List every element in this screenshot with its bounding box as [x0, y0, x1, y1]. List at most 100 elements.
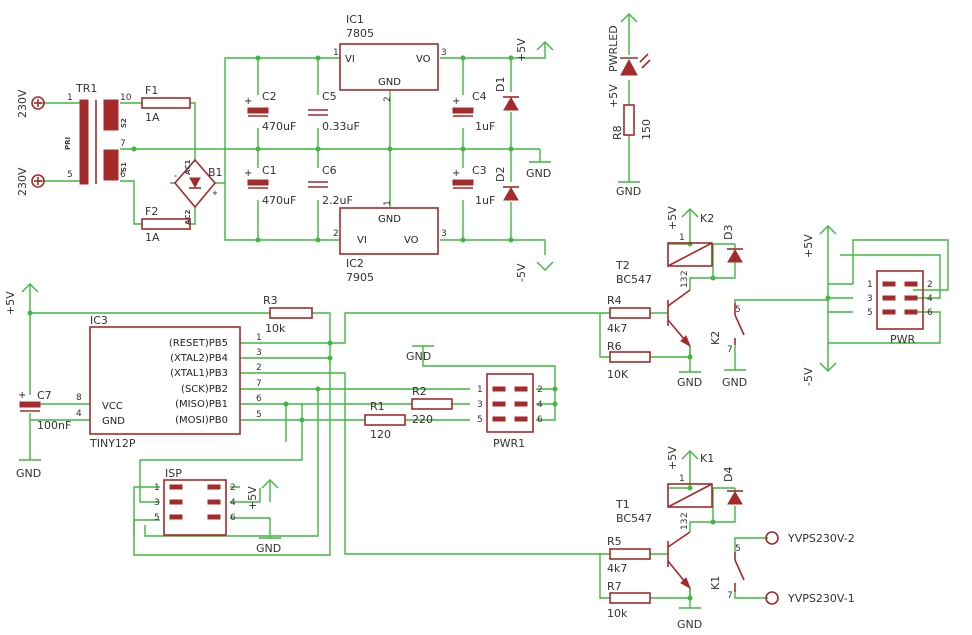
k1-pin13: 13: [680, 519, 690, 530]
mains-input-label-2: 230V: [16, 167, 29, 196]
k1-pin2: 2: [680, 512, 690, 518]
capacitor-c4: + C4 1uF: [452, 90, 495, 133]
r5-ref: R5: [607, 535, 622, 548]
gnd-k2: GND: [722, 376, 747, 389]
led-ref: PWRLED: [607, 25, 620, 72]
mcu-pin-name: (MOSI)PB0: [175, 415, 228, 426]
r4-ref: R4: [607, 294, 622, 307]
c5-ref: C5: [322, 90, 337, 103]
output-terminals: YVPS230V-2 YVPS230V-1: [765, 531, 855, 605]
resistor-r7: R7 10k: [607, 580, 651, 620]
pwr1-ref: PWR1: [493, 437, 525, 450]
r7-value: 10k: [607, 607, 628, 620]
ic2-pin2: 2: [333, 229, 339, 239]
output-terminal-2: YVPS230V-1: [787, 592, 855, 605]
header-pin-pad: [207, 484, 221, 490]
c1-plus: +: [244, 168, 252, 179]
header-pin-pad: [169, 499, 183, 505]
d4-ref: D4: [722, 467, 735, 482]
c6-value: 2.2uF: [322, 194, 353, 207]
header-pin-label-right: 6: [927, 308, 933, 318]
ic1-ref: IC1: [346, 13, 364, 26]
ic2-vo: VO: [404, 235, 419, 246]
supply-minus5v-pwr: -5V: [802, 367, 815, 386]
header-pin-label-left: 5: [154, 513, 160, 523]
transformer-s1-label: S1: [120, 162, 128, 172]
header-pin-pad: [882, 309, 896, 315]
regulator-ic2: IC2 7905 VI VO GND 2 3 1: [333, 200, 447, 284]
fuse-f2-value: 1A: [145, 231, 160, 244]
ic1-value: 7805: [346, 27, 374, 40]
c7-ref: C7: [37, 389, 52, 402]
header-pin-pad: [514, 416, 528, 422]
c3-value: 1uF: [475, 194, 495, 207]
tr-pin-5: 5: [67, 170, 73, 180]
gnd-t1: GND: [677, 618, 702, 631]
k2-pin1: 1: [679, 233, 685, 243]
header-pin-pad: [207, 514, 221, 520]
bridge-rectifier-b1: B1 AC1 AC2 - +: [173, 158, 223, 225]
header-pin-label-right: 4: [927, 294, 933, 304]
r6-value: 10K: [607, 368, 629, 381]
diode-d4: D4: [722, 467, 743, 505]
r4-value: 4k7: [607, 322, 627, 335]
header-pin-pad: [169, 514, 183, 520]
c6-ref: C6: [322, 164, 337, 177]
mains-input-label-1: 230V: [16, 89, 29, 118]
r1-value: 120: [370, 428, 391, 441]
header-pin-pad: [169, 484, 183, 490]
capacitor-c7: + C7 100nF: [18, 389, 71, 432]
pwr-ref: PWR: [890, 333, 916, 346]
k1-contact-ref: K1: [709, 576, 722, 590]
c4-ref: C4: [472, 90, 487, 103]
r7-ref: R7: [607, 580, 622, 593]
header-pin-label-right: 4: [230, 498, 236, 508]
bridge-plus: +: [212, 189, 218, 197]
r2-ref: R2: [412, 385, 427, 398]
r3-value: 10k: [265, 322, 286, 335]
mcu-gnd-pin: 4: [76, 409, 82, 419]
fuse-f1: F1 1A: [141, 84, 191, 124]
capacitor-c5: C5 0.33uF: [308, 90, 360, 133]
capacitor-c1: + C1 470uF: [244, 164, 296, 207]
ic2-pin3: 3: [441, 229, 447, 239]
c2-value: 470uF: [262, 120, 296, 133]
c3-ref: C3: [472, 164, 487, 177]
ic1-gnd: GND: [378, 77, 401, 88]
header-pin-label-left: 3: [867, 294, 873, 304]
tr-pin-6: 6: [120, 170, 126, 180]
k1-pin5: 5: [735, 544, 741, 554]
transistor-t1: T1 BC547: [615, 498, 691, 590]
c4-plus: +: [452, 96, 460, 107]
r6-ref: R6: [607, 340, 622, 353]
bridge-ac2: AC2: [184, 209, 192, 225]
k2-pin13: 13: [680, 277, 690, 288]
mcu-pin-name: (XTAL1)PB3: [170, 368, 228, 379]
header-pin-pad: [492, 386, 506, 392]
ic2-gnd: GND: [378, 214, 401, 225]
header-pin-pad: [492, 401, 506, 407]
bridge-ac1: AC1: [184, 159, 192, 175]
d3-ref: D3: [722, 225, 735, 240]
header-pin-label-right: 2: [537, 385, 543, 395]
transformer-tr1: 230V 230V TR1 PRI S2 S1 1 5 10 7 6: [16, 82, 132, 196]
header-pin-pad: [882, 281, 896, 287]
ic2-ref: IC2: [346, 257, 364, 270]
header-pin-label-left: 3: [477, 400, 483, 410]
output-terminal-1: YVPS230V-2: [787, 532, 855, 545]
supply-minus5v-ic2: -5V: [515, 263, 528, 282]
header-pin-label-right: 6: [537, 415, 543, 425]
capacitor-c2: + C2 470uF: [244, 90, 296, 133]
fuse-f1-value: 1A: [145, 111, 160, 124]
mcu-pin-number: 6: [256, 394, 262, 404]
transformer-pri-label: PRI: [64, 137, 72, 150]
r2-value: 220: [412, 413, 433, 426]
header-pin-pad: [514, 401, 528, 407]
t2-value: BC547: [616, 273, 652, 286]
header-pin-label-left: 1: [477, 385, 483, 395]
